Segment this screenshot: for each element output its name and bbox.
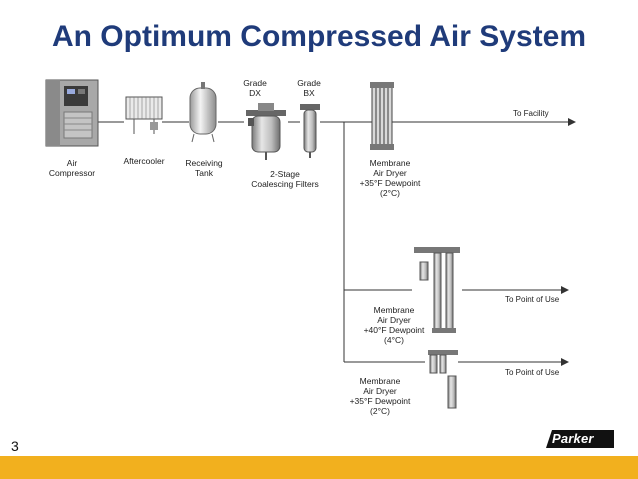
label-line: BX bbox=[303, 88, 315, 98]
label-line: Compressor bbox=[48, 168, 96, 178]
label-line: Membrane bbox=[373, 305, 415, 315]
label-line: +35°F Dewpoint bbox=[359, 178, 421, 188]
label-membrane-dryer-mid: Membrane Air Dryer +40°F Dewpoint (4°C) bbox=[354, 305, 434, 345]
air-compressor-icon bbox=[45, 79, 99, 147]
label-line: Air bbox=[66, 158, 78, 168]
footer-bar bbox=[0, 456, 638, 479]
label-coalescing-filters: 2-Stage Coalescing Filters bbox=[240, 169, 330, 189]
label-line: Tank bbox=[195, 168, 213, 178]
label-air-compressor: Air Compressor bbox=[44, 158, 100, 178]
label-grade-bx: Grade BX bbox=[294, 78, 324, 98]
page-number: 3 bbox=[11, 438, 19, 454]
membrane-dryer-main-icon bbox=[370, 82, 394, 150]
grade-dx-filter-icon bbox=[246, 103, 286, 160]
logo-text: Parker bbox=[552, 431, 594, 446]
label-grade-dx: Grade DX bbox=[240, 78, 270, 98]
label-to-point-of-use-2: To Point of Use bbox=[505, 368, 560, 377]
membrane-dryer-low-icon bbox=[428, 350, 458, 409]
label-line: Aftercooler bbox=[123, 156, 165, 166]
label-receiving-tank: Receiving Tank bbox=[176, 158, 232, 178]
label-line: Membrane bbox=[359, 376, 401, 386]
membrane-dryer-mid-icon bbox=[414, 247, 460, 333]
label-line: Coalescing Filters bbox=[251, 179, 319, 189]
slide-title: An Optimum Compressed Air System bbox=[51, 20, 586, 53]
label-aftercooler: Aftercooler bbox=[114, 156, 174, 166]
label-line: (4°C) bbox=[384, 335, 404, 345]
parker-logo bbox=[546, 430, 614, 448]
receiving-tank-icon bbox=[189, 82, 217, 143]
grade-bx-filter-icon bbox=[300, 104, 320, 158]
label-line: Air Dryer bbox=[377, 315, 411, 325]
label-line: (2°C) bbox=[370, 406, 390, 416]
label-line: DX bbox=[249, 88, 261, 98]
label-line: +35°F Dewpoint bbox=[349, 396, 411, 406]
label-line: Air Dryer bbox=[363, 386, 397, 396]
label-membrane-dryer-main: Membrane Air Dryer +35°F Dewpoint (2°C) bbox=[350, 158, 430, 198]
label-line: 2-Stage bbox=[270, 169, 300, 179]
label-to-facility: To Facility bbox=[513, 109, 549, 118]
label-line: +40°F Dewpoint bbox=[363, 325, 425, 335]
piping bbox=[96, 118, 576, 366]
label-line: Receiving bbox=[185, 158, 223, 168]
label-line: Grade bbox=[243, 78, 267, 88]
label-line: Membrane bbox=[369, 158, 411, 168]
label-membrane-dryer-low: Membrane Air Dryer +35°F Dewpoint (2°C) bbox=[340, 376, 420, 416]
label-line: (2°C) bbox=[380, 188, 400, 198]
label-to-point-of-use-1: To Point of Use bbox=[505, 295, 560, 304]
label-line: Grade bbox=[297, 78, 321, 88]
aftercooler-icon bbox=[125, 96, 163, 134]
label-line: Air Dryer bbox=[373, 168, 407, 178]
